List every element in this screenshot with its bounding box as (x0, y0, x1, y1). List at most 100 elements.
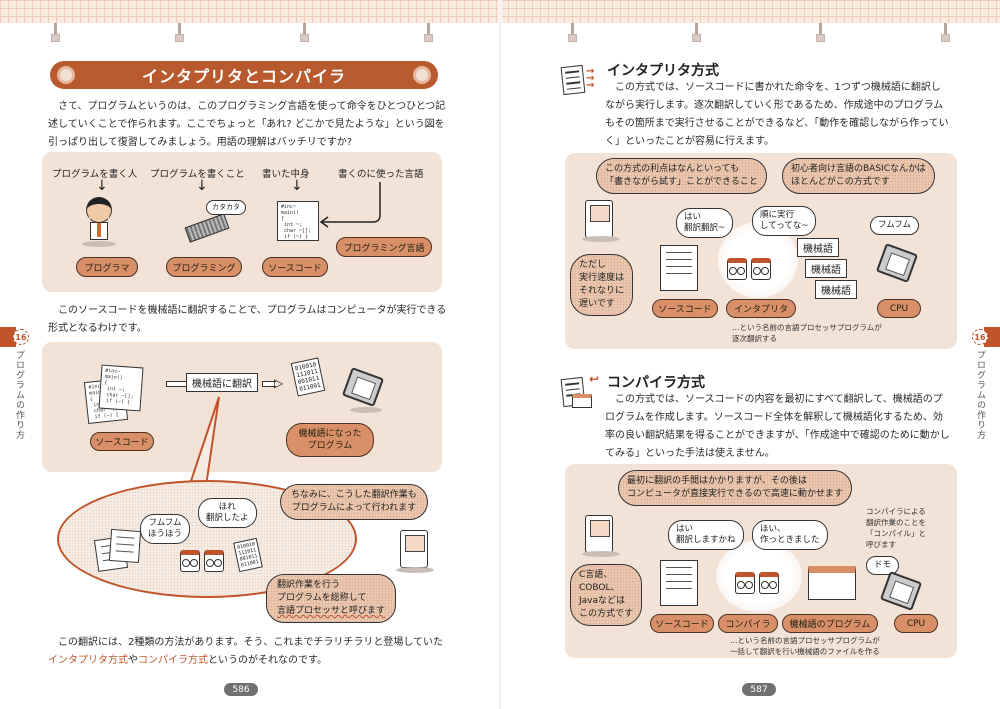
source-code-document (108, 528, 142, 564)
methods-paragraph: この翻訳には、2種類の方法があります。そう、これまでチラリチラリと登場していたイ… (48, 634, 448, 670)
note-line: プログラムを総称して (277, 593, 367, 603)
robot2-speech: ほれ 翻訳したよ (198, 498, 257, 528)
return-arrow-icon: ↩ (589, 372, 600, 386)
arrow-down-icon: ↓ (291, 178, 303, 194)
caption-source-code: 書いた中身 (262, 169, 310, 180)
caption-programming: プログラムを書くこと (150, 169, 245, 180)
note-line: C言語、 (579, 570, 613, 580)
text-run: というのがそれなのです。 (208, 655, 327, 666)
binder-pin (692, 23, 701, 44)
label-cpu: CPU (877, 299, 921, 318)
arrow-down-icon: ↓ (196, 178, 208, 194)
binder-pin (300, 23, 309, 44)
label-source-code: ソースコード (262, 257, 328, 277)
caption-line: 逐次翻訳する (732, 334, 777, 343)
mac-shadow (582, 236, 620, 242)
keyboard-sound-bubble: カタカタ (206, 200, 246, 215)
label-machine-program: 機械語になった プログラム (286, 423, 374, 457)
label-programmer: プログラマ (76, 257, 138, 277)
speech-line: 「書きながら試す」ことができること (605, 177, 758, 187)
arrow-shaft (262, 381, 276, 387)
book-gutter (498, 0, 502, 709)
label-line: 機械語になった (298, 429, 362, 439)
speech-line: はい (676, 524, 694, 534)
speech-line: 翻訳したよ (206, 513, 249, 523)
interpreter-paragraph: この方式では、ソースコードに書かれた命令を、1つずつ機械語に翻訳しながら実行しま… (605, 82, 949, 147)
source-code-document (660, 245, 698, 291)
note-line: 呼びます (866, 540, 896, 549)
programmer-illustration (82, 197, 116, 247)
translate-label: 機械語に翻訳 (186, 373, 258, 392)
note-line: COBOL、 (579, 583, 620, 593)
speech-line: 最初に翻訳の手間はかかりますが、その後は (627, 476, 807, 486)
advantage-bubble: この方式の利点はなんといっても 「書きながら試す」ことができること (596, 158, 767, 194)
label-compiler: コンパイラ (718, 614, 778, 633)
robot1-speech: はい 翻訳しますかね (668, 520, 744, 550)
interpreter-robot (751, 258, 771, 280)
chapter-number: 16 (13, 329, 29, 345)
speech-line: 作っときました (760, 535, 820, 545)
chapter-tab (0, 327, 16, 347)
caption-line: 一括して翻訳を行い機械語のファイルを作る (730, 647, 880, 656)
compiler-speed-bubble: 最初に翻訳の手間はかかりますが、その後は コンピュータが直接実行できるので高速に… (618, 470, 852, 506)
speech-line: 翻訳翻訳~ (684, 223, 726, 233)
interpreter-heading: インタプリタ方式 (607, 63, 719, 79)
text-run: や (128, 655, 138, 666)
source-code-document (660, 560, 698, 606)
page-title: インタプリタとコンパイラ (141, 67, 346, 86)
speech-line: この方式の利点はなんといっても (605, 164, 740, 174)
header-grid-right (500, 0, 1000, 23)
note-line: この方式です (579, 609, 634, 619)
compiler-caption: …という名前の言語プロセッサプログラムが 一括して翻訳を行い機械語のファイルを作… (730, 635, 880, 657)
arrow-right-icon: ▷ (274, 376, 284, 390)
mac-speech-bubble: ちなみに、こうした翻訳作業も プログラムによって行われます (280, 484, 428, 520)
note-line: 実行速度は (579, 273, 625, 283)
compiler-link: コンパイラ方式 (138, 655, 208, 666)
chapter-label: プログラムの作り方 (975, 350, 985, 440)
speech-line: フムフム (148, 518, 182, 528)
page-number-right: 587 (742, 683, 776, 696)
speech-line: はい (684, 212, 702, 222)
program-window-icon (808, 566, 856, 600)
interpreter-document-icon (560, 64, 586, 96)
speech-line: ほれ (218, 502, 236, 512)
note-line: ただし (579, 260, 607, 270)
speech-line: ちなみに、こうした翻訳作業も (291, 490, 417, 500)
label-line: プログラム (307, 441, 353, 451)
source-code-document: #inc~ main() { int ~; char ~[]; if (~) { (98, 364, 144, 412)
machine-code-label: 機械語 (805, 259, 847, 278)
speech-line: 翻訳しますかね (676, 535, 736, 545)
mac-character (585, 200, 613, 238)
robot1-speech: フムフム ほうほう (140, 514, 191, 544)
note-line: 翻訳作業のことを (866, 518, 926, 527)
cpu-speech: ドモ (866, 556, 900, 575)
caption-line: …という名前の言語プロセッサプログラムが (730, 636, 880, 645)
arrow-down-icon: ↓ (96, 178, 108, 194)
translation-paragraph: このソースコードを機械語に翻訳することで、プログラムはコンピュータが実行できる形… (48, 305, 447, 334)
robot2-speech: ほい、 作っときました (752, 520, 828, 550)
compiler-heading: コンパイラ方式 (607, 375, 705, 391)
note-line: 言語プロセッサと呼びます (277, 606, 386, 616)
note-line: Javaなどは (579, 596, 626, 606)
caption-programmer: プログラムを書く人 (52, 169, 138, 180)
chip-shadow (350, 407, 382, 413)
speech-line: ほとんどがこの方式です (791, 177, 890, 187)
compiler-paragraph: この方式では、ソースコードの内容を最初にすべて翻訳して、機械語のプログラムを作成… (605, 394, 950, 459)
language-arrow (319, 182, 381, 228)
arrows-icon: →→→ (586, 66, 595, 91)
processor-robot (180, 550, 200, 572)
text-run: この翻訳には、2種類の方法があります。そう、これまでチラリチラリと登場していた (58, 637, 444, 648)
title-dot-icon (57, 66, 75, 84)
mac-character (400, 530, 428, 568)
label-interpreter: インタプリタ (726, 299, 796, 318)
speech-line: プログラムによって行われます (291, 503, 417, 513)
note-line: それなりに (579, 286, 625, 296)
processor-robot (204, 550, 224, 572)
label-source-code: ソースコード (650, 614, 714, 633)
compiler-robot (735, 572, 755, 594)
compile-side-note: コンパイラによる 翻訳作業のことを 「コンパイル」と 呼びます (866, 506, 926, 550)
binder-pin (424, 23, 433, 44)
speech-line: ほうほう (148, 529, 183, 539)
header-grid-left (0, 0, 500, 23)
caption-line: …という名前の言語プロセッサプログラムが (732, 323, 882, 332)
